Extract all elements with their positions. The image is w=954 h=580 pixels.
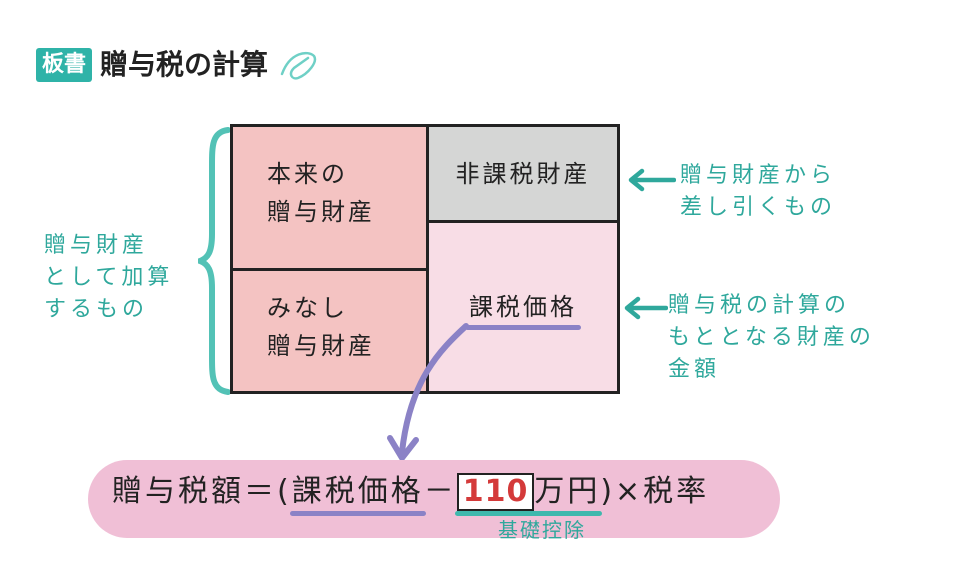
right-note-line: 贈与税の計算の [668, 293, 851, 318]
left-note-line: 贈与財産 [44, 233, 149, 258]
connector-arrow [387, 323, 469, 461]
board-badge: 板書 [36, 48, 93, 82]
arrow-left-icon [628, 168, 676, 192]
formula-suffix: )×税率 [600, 474, 710, 509]
page-title: 贈与税の計算 [100, 48, 269, 81]
header: 板書 贈与税の計算 [36, 44, 318, 86]
left-note: 贈与財産 として加算 するもの [44, 230, 173, 326]
cell-line: 贈与財産 [267, 198, 375, 226]
cell-minashi-zoyo: みなし 贈与財産 [233, 271, 429, 391]
formula-pill [88, 460, 780, 538]
cell-kazei-kakaku: 課税価格 [429, 223, 617, 391]
arrow-left-icon [624, 296, 668, 320]
cell-hikazei: 非課税財産 [429, 127, 617, 223]
cell-label: 非課税財産 [455, 159, 591, 188]
right-note-line: もととなる財産の [668, 325, 875, 350]
cell-honrai-zoyo: 本来の 贈与財産 [233, 127, 429, 271]
right-note-line: 金額 [668, 357, 721, 382]
cell-line: 贈与財産 [267, 332, 375, 360]
cell-line: 本来の [267, 160, 348, 188]
formula-unit: 万円 [534, 474, 601, 509]
property-table: 本来の 贈与財産 みなし 贈与財産 非課税財産 課税価格 [230, 124, 620, 394]
left-note-line: として加算 [44, 265, 174, 290]
formula-kazei: 課税価格 [289, 472, 426, 516]
right-note-deduct: 贈与財産から 差し引くもの [680, 160, 836, 224]
paperclip-icon [278, 48, 318, 86]
kiso-kojo-label: 基礎控除 [498, 518, 586, 542]
cell-label: 課税価格 [465, 288, 581, 330]
left-brace [198, 127, 231, 395]
formula-amount: 110 [456, 473, 535, 511]
formula-prefix: 贈与税額＝( [112, 474, 292, 509]
right-note-line: 贈与財産から [680, 163, 837, 188]
left-note-line: するもの [44, 297, 149, 322]
right-note-line: 差し引くもの [680, 195, 837, 220]
formula-minus: － [423, 474, 457, 509]
right-note-basis: 贈与税の計算の もととなる財産の 金額 [668, 290, 875, 386]
cell-line: みなし [267, 294, 348, 322]
